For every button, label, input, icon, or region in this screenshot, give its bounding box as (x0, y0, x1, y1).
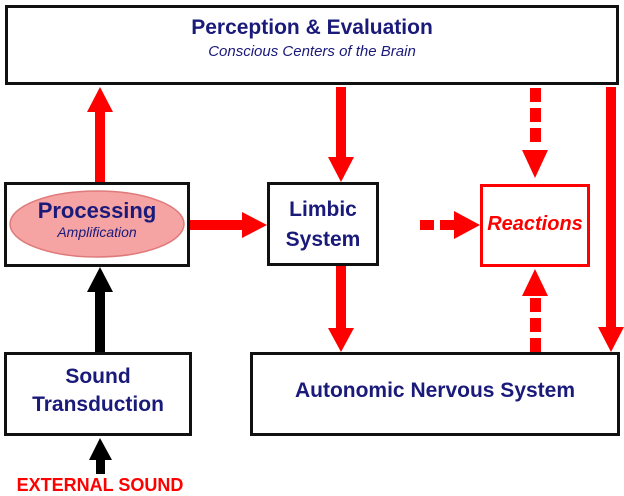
arrow-autonomic-to-reactions-dotted (522, 269, 548, 352)
arrow-perception-to-limbic (328, 87, 354, 182)
reactions-label: Reactions (487, 213, 583, 235)
processing-title: Processing (37, 198, 157, 223)
arrow-limbic-to-autonomic (328, 266, 354, 352)
sound-transduction-box (4, 352, 192, 436)
limbic-line2: System (285, 228, 361, 251)
transduction-line2: Transduction (32, 393, 164, 416)
arrow-processing-to-perception (87, 87, 113, 182)
arrow-perception-to-reactions-dotted (522, 88, 548, 178)
reactions-box (480, 184, 590, 267)
transduction-line1: Sound (65, 365, 131, 388)
perception-subtitle: Conscious Centers of the Brain (208, 43, 416, 60)
processing-subtitle: Amplification (57, 224, 137, 240)
limbic-system-box (267, 182, 379, 266)
arrow-external-to-transduction (89, 438, 112, 474)
arrow-perception-to-autonomic (598, 87, 624, 352)
arrow-limbic-to-reactions-dotted (420, 211, 480, 239)
limbic-line1: Limbic (289, 198, 357, 221)
autonomic-label: Autonomic Nervous System (294, 379, 576, 402)
external-sound-label: EXTERNAL SOUND (16, 475, 184, 495)
perception-title: Perception & Evaluation (191, 16, 433, 39)
processing-ellipse (9, 190, 185, 258)
arrow-processing-to-limbic (190, 212, 267, 238)
autonomic-nervous-system-box (250, 352, 620, 436)
perception-evaluation-box (5, 5, 619, 85)
arrow-transduction-to-processing (87, 267, 113, 352)
